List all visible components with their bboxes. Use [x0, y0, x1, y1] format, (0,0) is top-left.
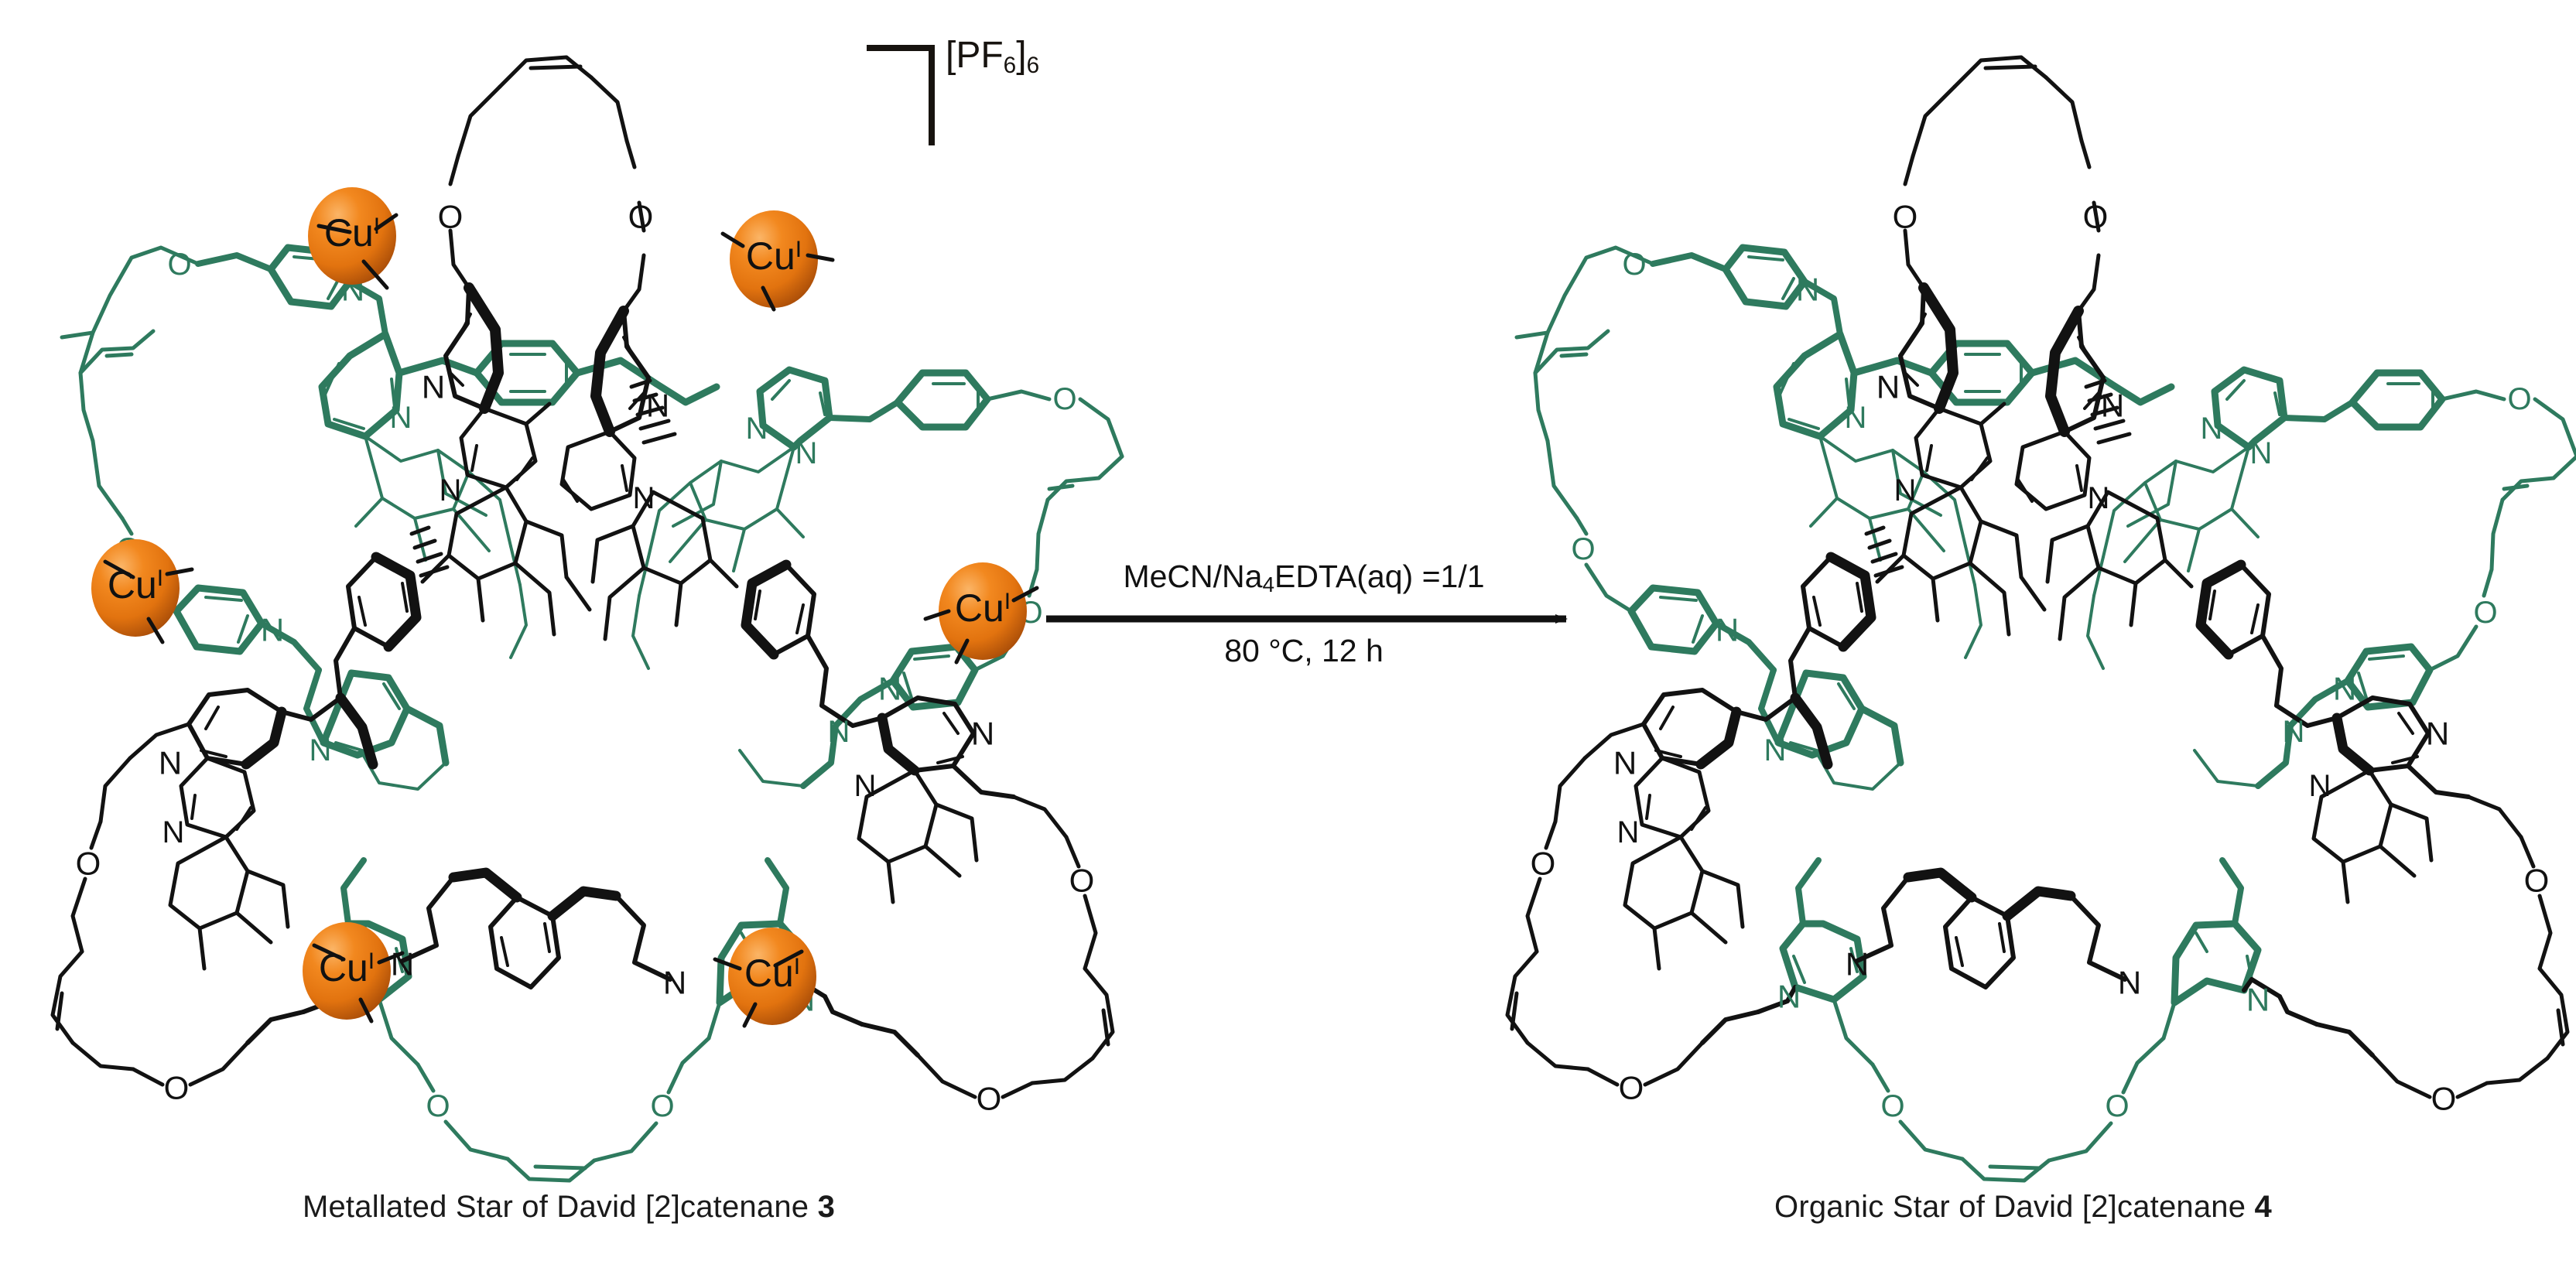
- counterion-text: [PF: [946, 35, 1004, 76]
- structure-organic-catenane-4: [1507, 57, 2576, 1181]
- copper-label: CuI: [746, 234, 802, 278]
- caption-left-structure: Metallated Star of David [2]catenane 3: [0, 1190, 1137, 1225]
- counterion-bracket-close: ]: [1016, 35, 1027, 76]
- caption-right-compound-number: 4: [2254, 1190, 2272, 1224]
- copper-center: CuI: [939, 562, 1027, 660]
- cond-above-pre: MeCN/Na: [1123, 559, 1263, 594]
- copper-center: CuI: [308, 187, 396, 285]
- reaction-conditions-below: 80 °C, 12 h: [1224, 633, 1384, 668]
- counterion-sub-1: 6: [1003, 53, 1017, 79]
- copper-center: CuI: [730, 210, 818, 308]
- copper-label: CuI: [955, 586, 1011, 630]
- caption-left-compound-number: 3: [817, 1190, 836, 1224]
- caption-left-text: Metallated Star of David [2]catenane: [302, 1190, 809, 1224]
- copper-center: CuI: [303, 922, 391, 1020]
- copper-center: CuI: [728, 928, 816, 1025]
- structure-metallated-catenane-3: CuI CuI CuI CuI CuI CuI: [53, 57, 1122, 1181]
- reaction-conditions-above: MeCN/Na4EDTA(aq) =1/1: [1029, 559, 1579, 597]
- caption-right-text: Organic Star of David [2]catenane: [1774, 1190, 2246, 1224]
- copper-label: CuI: [324, 211, 380, 255]
- cond-above-sub: 4: [1262, 572, 1274, 597]
- copper-centres: CuI CuI CuI CuI CuI CuI: [91, 187, 1027, 1025]
- copper-label: CuI: [108, 563, 163, 607]
- counterion-label: [PF6]6: [946, 34, 1039, 79]
- cu-n-bonds: [103, 213, 1039, 1028]
- counterion-bracket: [867, 45, 935, 145]
- copper-center: CuI: [91, 539, 180, 637]
- caption-right-structure: Organic Star of David [2]catenane 4: [1470, 1190, 2576, 1225]
- counterion-sub-2: 6: [1026, 53, 1040, 79]
- cond-above-post: EDTA(aq) =1/1: [1274, 559, 1485, 594]
